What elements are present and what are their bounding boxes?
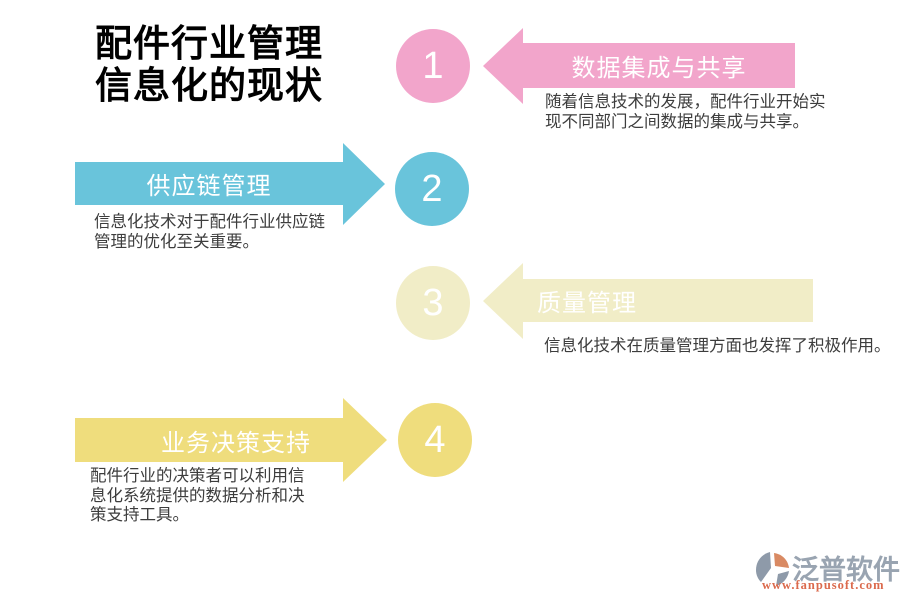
step-number-2: 2 — [421, 168, 443, 210]
step-label-2: 供应链管理 — [146, 174, 272, 200]
page-title: 配件行业管理 信息化的现状 — [95, 24, 323, 107]
step-number-3: 3 — [422, 282, 444, 324]
step-label-1: 数据集成与共享 — [571, 56, 747, 82]
step-number-badge-2: 2 — [395, 152, 469, 226]
arrow-head-right-icon — [343, 398, 387, 482]
step-label-4: 业务决策支持 — [161, 430, 311, 457]
step-number-badge-3: 3 — [396, 266, 470, 340]
fanpu-logo: 泛普软件 www.fanpusoft.com — [752, 548, 900, 593]
arrow-banner-4: 业务决策支持 — [75, 418, 343, 462]
step-number-4: 4 — [424, 419, 446, 461]
arrow-head-left-icon — [483, 263, 523, 339]
arrow-head-left-icon — [483, 28, 523, 104]
arrow-banner-3: 质量管理 — [523, 279, 813, 322]
step-description-1: 随着信息技术的发展，配件行业开始实 现不同部门之间数据的集成与共享。 — [545, 93, 826, 131]
arrow-head-right-icon — [343, 143, 385, 225]
step-number-badge-4: 4 — [398, 403, 472, 477]
arrow-banner-2: 供应链管理 — [75, 162, 343, 205]
step-description-4: 配件行业的决策者可以利用信 息化系统提供的数据分析和决 策支持工具。 — [90, 467, 305, 524]
arrow-banner-1: 数据集成与共享 — [523, 43, 795, 88]
step-number-badge-1: 1 — [396, 29, 470, 103]
fanpu-logo-icon — [756, 552, 789, 586]
step-label-3: 质量管理 — [537, 291, 637, 317]
step-description-3: 信息化技术在质量管理方面也发挥了积极作用。 — [544, 337, 891, 355]
step-number-1: 1 — [422, 45, 444, 87]
fanpu-logo-url: www.fanpusoft.com — [762, 578, 885, 592]
fanpu-logo-name: 泛普软件 — [792, 555, 900, 585]
step-description-2: 信息化技术对于配件行业供应链 管理的优化至关重要。 — [94, 213, 325, 251]
